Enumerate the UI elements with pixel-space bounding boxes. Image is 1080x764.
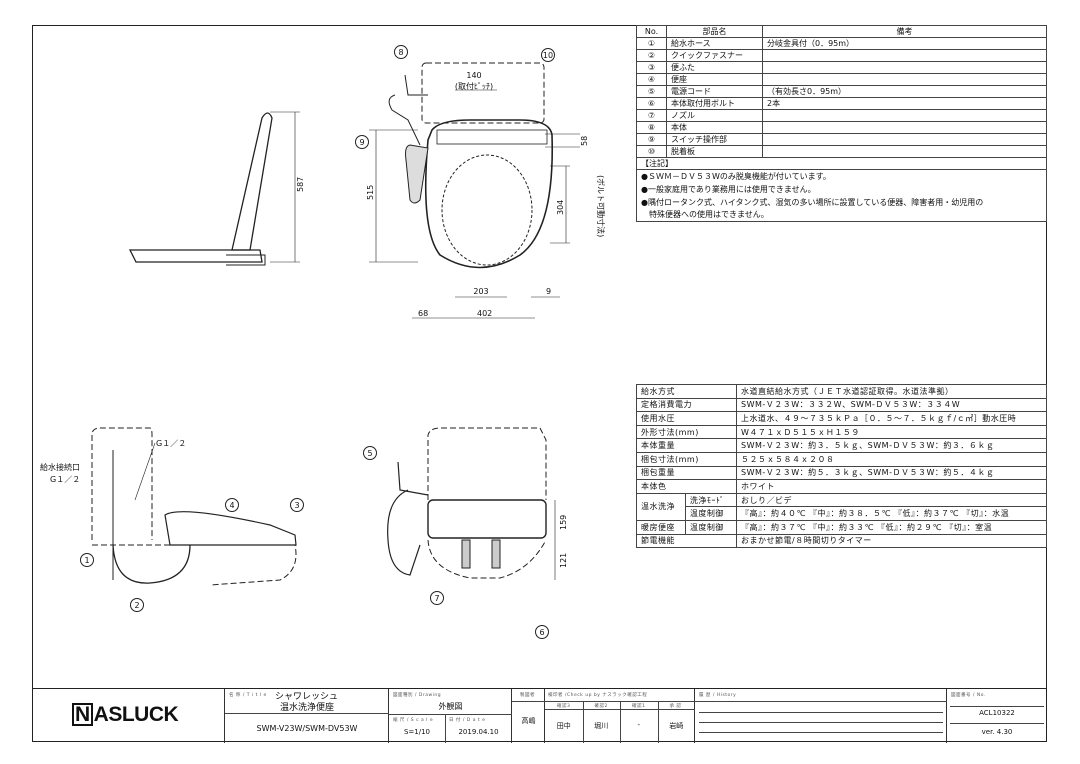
- dim-304: 304: [556, 200, 565, 215]
- history-label: 履 歴 / History: [699, 693, 737, 698]
- version: ver. 4.30: [981, 728, 1013, 736]
- spec-value: W４７１ｘＤ５１５ｘＨ１５９: [736, 424, 1047, 440]
- side-view: 587: [128, 111, 305, 266]
- drafter-label: 製図者: [520, 693, 535, 698]
- model-number: SWM-V23W/SWM-DV53W: [256, 724, 358, 733]
- note: ●一般家庭用であり業務用には使用できません。: [636, 182, 1047, 196]
- dim-159: 159: [559, 515, 568, 530]
- notes-title: 【注記】: [636, 157, 1047, 170]
- drafter: 高嶋: [521, 717, 536, 725]
- title-label: 名 称 / T i t l e: [229, 693, 267, 698]
- spec-row: 給水方式水道直結給水方式（ＪＥＴ水道認証取得。水道法準拠）: [636, 384, 1047, 399]
- note: ●隅付ロータンク式、ハイタンク式、湿気の多い場所に設置している便器、障害者用・幼…: [636, 195, 1047, 209]
- doc-no-label: 図面番号 / No.: [951, 693, 986, 698]
- dim-68: 68: [418, 309, 428, 318]
- dim-402: 402: [477, 309, 492, 318]
- title-cell: 名 称 / T i t l e シャワレッシュ 温水洗浄便座 SWM-V23W/…: [225, 689, 389, 743]
- callout-number: 4: [229, 501, 234, 510]
- callout-5: 5: [363, 446, 377, 460]
- energy-value: おまかせ節電/８時間切りタイマー: [736, 533, 1047, 549]
- callouts: 1 2 3 4 5 6 7 8 9 10: [80, 45, 555, 639]
- title-line1: シャワレッシュ: [275, 692, 339, 702]
- callout-number: 2: [134, 601, 139, 610]
- installation-view: G１／２ 給水接続口 G１／２: [40, 427, 297, 586]
- dim-58: 58: [580, 136, 589, 146]
- check-col-label: 承 認: [669, 704, 682, 709]
- dim-pitch: (取付ﾋﾟｯﾁ): [455, 81, 493, 91]
- check-col-label: 確認2: [594, 704, 608, 709]
- callout-8: 8: [394, 45, 408, 59]
- check-name: 堀川: [594, 722, 609, 730]
- warm-wash-label: 温水洗浄: [636, 492, 686, 521]
- label-g12-inlet: G１／２: [50, 475, 80, 484]
- dim-203: 203: [473, 287, 488, 296]
- callout-9: 9: [355, 135, 369, 149]
- note: ●ＳＷＭ－ＤＶ５３Wのみ脱臭機能が付いています。: [636, 169, 1047, 183]
- date-label: 日 付 / D a t e: [449, 718, 486, 723]
- check-col-label: 確認3: [557, 704, 571, 709]
- check-cell: 検印者 /Check up by ナスラック確認工程 確認3 田中 確認2 堀川 確認1…: [545, 689, 695, 743]
- label-supply-inlet: 給水接続口: [40, 462, 80, 472]
- callout-number: 5: [367, 449, 372, 458]
- check-label: 検印者 /Check up by ナスラック確認工程: [548, 693, 648, 698]
- callout-7: 7: [430, 591, 444, 605]
- title-line2: 温水洗浄便座: [279, 703, 334, 713]
- doc-no-cell: 図面番号 / No. ACL10322 ver. 4.30: [947, 689, 1047, 743]
- date: 2019.04.10: [458, 728, 499, 736]
- callout-number: 1: [84, 556, 89, 565]
- rear-view: 159 121: [387, 427, 568, 580]
- drawing-type: 外観図: [438, 702, 463, 711]
- callout-6: 6: [535, 625, 549, 639]
- drafter-cell: 製図者 高嶋: [512, 689, 545, 743]
- check-name: -: [637, 721, 641, 729]
- dim-121: 121: [559, 553, 568, 568]
- callout-number: 10: [543, 51, 553, 60]
- top-view: 140 (取付ﾋﾟｯﾁ) 58 (ボルト可動寸法) 515 304 203 9 …: [366, 62, 606, 319]
- callout-number: 9: [359, 138, 364, 147]
- drawing-label: 図面種別 / Drawing: [393, 693, 442, 698]
- callout-1: 1: [80, 553, 94, 567]
- callout-number: 3: [294, 501, 299, 510]
- callout-number: 6: [539, 628, 544, 637]
- dim-515: 515: [366, 185, 375, 200]
- check-name: 田中: [556, 722, 571, 730]
- history-cell: 履 歴 / History: [695, 689, 947, 743]
- scale-label: 縮 尺 / S c a l e: [393, 718, 434, 723]
- check-col-label: 確認1: [632, 704, 646, 709]
- drawing-type-cell: 図面種別 / Drawing 外観図 縮 尺 / S c a l e S=1/1…: [389, 689, 512, 743]
- doc-number: ACL10322: [979, 709, 1015, 717]
- drawing-frame: [32, 25, 1047, 742]
- label-g12-top: G１／２: [156, 439, 186, 448]
- check-name: 岩崎: [669, 722, 684, 730]
- spec-row: 外形寸法(mm)W４７１ｘＤ５１５ｘＨ１５９: [636, 424, 1047, 440]
- dim-140: 140: [466, 71, 481, 80]
- callout-number: 7: [434, 594, 439, 603]
- callout-10: 10: [541, 48, 555, 62]
- callout-3: 3: [290, 498, 304, 512]
- callout-4: 4: [225, 498, 239, 512]
- scale: S=1/10: [403, 728, 431, 736]
- callout-2: 2: [130, 598, 144, 612]
- note: 特殊便器への使用はできません。: [636, 208, 1047, 222]
- dim-9: 9: [546, 287, 551, 296]
- dim-bolt: (ボルト可動寸法): [596, 175, 606, 237]
- dim-587: 587: [296, 177, 305, 192]
- callout-number: 8: [398, 48, 403, 57]
